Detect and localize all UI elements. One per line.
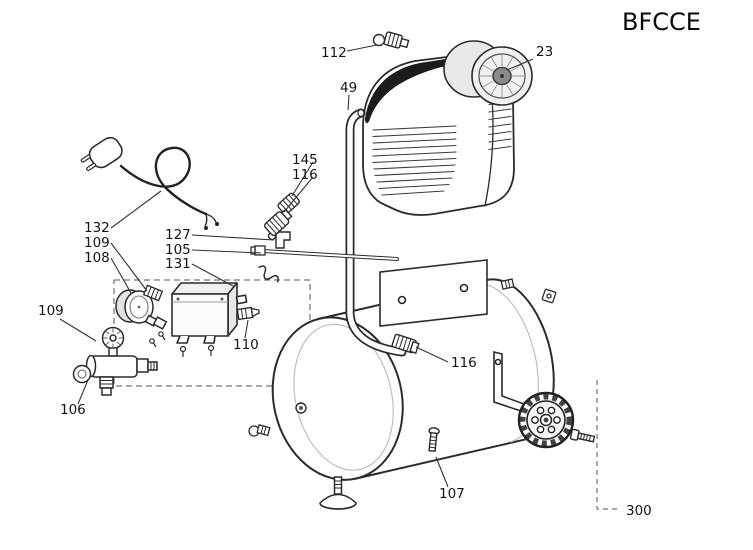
motor-top-stripe — [365, 57, 486, 124]
leader-132 — [110, 190, 162, 229]
leader-116a — [283, 176, 314, 213]
leader-127 — [191, 234, 275, 241]
part-label-106: 106 — [60, 402, 86, 418]
leader-112 — [346, 44, 378, 52]
wheel — [517, 391, 575, 449]
part-label-109-lower: 109 — [38, 303, 64, 319]
plug-fitting-110 — [236, 306, 260, 321]
handle-pipe — [345, 108, 407, 357]
leader-109b — [59, 318, 97, 342]
tube-end-fitting — [250, 245, 266, 256]
gauge-fitting-109 — [142, 284, 164, 302]
leader-116b — [415, 346, 449, 363]
switch-screws — [149, 331, 215, 357]
drain-valve — [248, 424, 271, 437]
part-label-145: 145 — [292, 152, 318, 168]
part-label-23: 23 — [536, 44, 553, 60]
leader-145 — [291, 161, 314, 197]
tank-drain-hole — [299, 406, 303, 410]
regulator-valve — [72, 326, 158, 396]
motor-cooling-fins — [372, 125, 457, 196]
leader-110 — [244, 319, 249, 339]
small-plug — [500, 278, 515, 290]
part-label-49: 49 — [340, 80, 357, 96]
part-labels: 112 23 49 145 116 127 105 131 132 109 10… — [38, 44, 652, 519]
small-nut — [541, 288, 557, 304]
leader-49 — [347, 94, 350, 111]
part-label-109-upper: 109 — [84, 235, 110, 251]
leader-109a — [110, 242, 148, 292]
leader-108 — [110, 257, 132, 294]
leader-lines — [59, 44, 534, 488]
part-label-300: 300 — [626, 503, 652, 519]
motor-fan-cover — [443, 40, 533, 106]
part-label-112: 112 — [321, 45, 347, 61]
leader-23 — [506, 58, 534, 71]
part-label-116-upper: 116 — [292, 167, 318, 183]
leader-106 — [77, 379, 89, 405]
part-label-131: 131 — [165, 256, 191, 272]
leader-131 — [191, 263, 234, 287]
part-label-107: 107 — [439, 486, 465, 502]
power-cord — [119, 146, 208, 216]
spring-hook — [258, 265, 279, 283]
axle-bolt — [569, 428, 596, 443]
part-label-132: 132 — [84, 220, 110, 236]
part-label-108: 108 — [84, 250, 110, 266]
unloader-tube — [261, 249, 399, 261]
leader-105 — [191, 249, 262, 254]
cord-wire-ends — [203, 213, 219, 230]
part-label-105: 105 — [165, 242, 191, 258]
pressure-gauge — [115, 289, 168, 330]
part-label-110: 110 — [233, 337, 259, 353]
motor-mount-bracket — [379, 259, 488, 327]
tank-bolt — [428, 427, 440, 453]
tank — [271, 278, 555, 481]
part-label-127: 127 — [165, 227, 191, 243]
fan-cover-ribs — [480, 55, 524, 97]
tank-coupler-116 — [391, 333, 420, 354]
diagram-title: BFCCE — [622, 8, 701, 36]
power-plug — [80, 136, 123, 172]
rubber-foot — [319, 476, 357, 510]
pressure-switch — [171, 282, 248, 344]
safety-valve — [372, 31, 410, 49]
part-label-116-right: 116 — [451, 355, 477, 371]
dashed-line-300 — [596, 380, 621, 510]
leader-107 — [435, 456, 449, 488]
wheel-lug-holes — [531, 406, 561, 434]
